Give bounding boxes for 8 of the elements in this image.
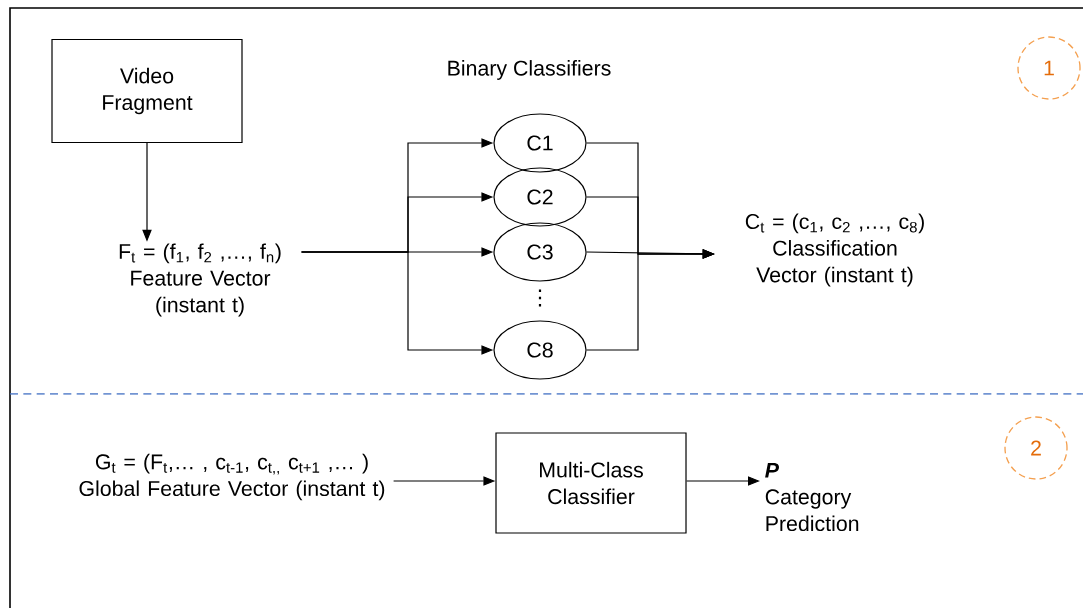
vector-text: C$_{t}$ = (c$_{1}$, c$_{2}$ ,…, c$_{8}$) Classification Vector (instant t) [745,213,924,287]
heading-text: Binary Classifiers [448,60,611,80]
vector-text: G$_{t}$ = (F$_{t}$,… , c$_{t-1}$, c$_{t,,}$ c$_{t+1}$ ,… ) Global Feature Vector (instant t) [79,453,385,501]
process-box: Multi-Class Classifier [495,432,687,534]
vector-text: F$_{t}$ = (f$_{1}$, f$_{2}$ ,…, f$_{n}$) Feature Vector (instant t) [119,243,281,317]
ellipsis-mark: ⋮ [538,289,542,307]
process-box: Video Fragment [51,38,243,144]
prediction-text: P Category Prediction [765,462,859,532]
